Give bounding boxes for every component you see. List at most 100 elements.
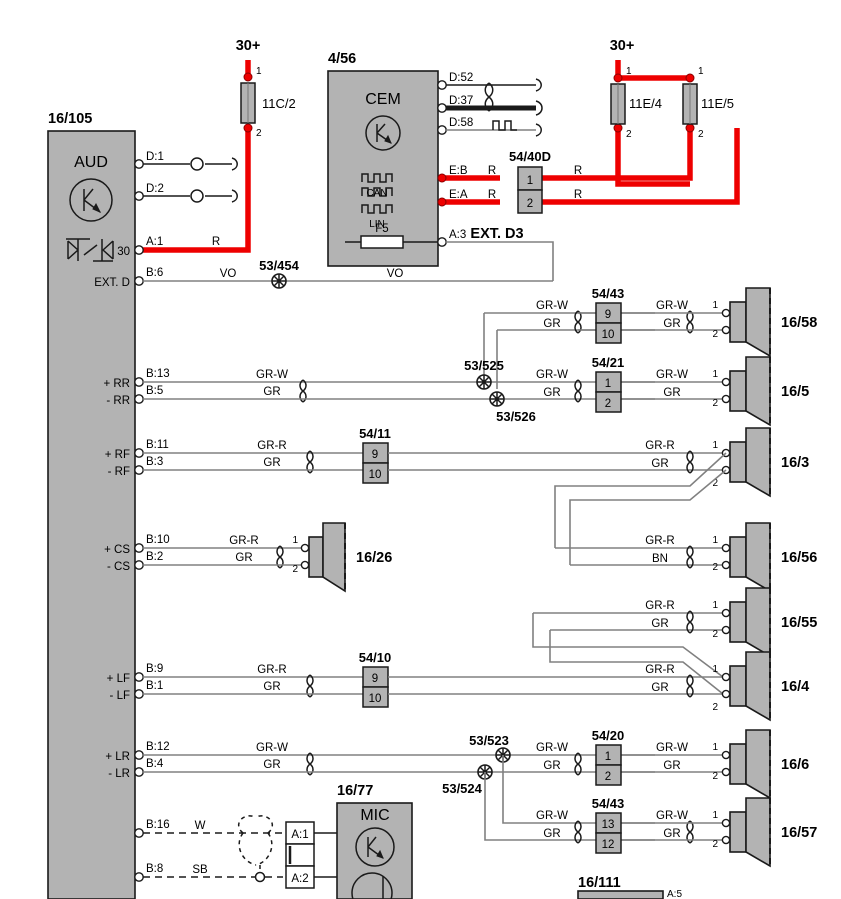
cem-pin-a3-row: A:3 EXT. D3 [437, 226, 554, 281]
speaker-16-6[interactable]: 1 2 16/6 [712, 729, 809, 800]
splice-53-523[interactable]: 53/523 [469, 733, 511, 763]
aud-pin-d1-row: D:1 [134, 151, 238, 171]
cem-module-icon [365, 115, 401, 151]
wire-color-163-a: GR-R [645, 440, 674, 452]
speaker-16-26-pin-1: 1 [292, 535, 298, 546]
module-cem[interactable]: 4/56 CEM CAN LIN F5 [327, 51, 439, 267]
wire-color-eb: R [488, 165, 496, 177]
connector-54-21[interactable]: 1 2 54/21 [592, 355, 625, 413]
wire-color-b6-right: VO [387, 268, 404, 280]
connector-54-43-bottom[interactable]: 13 12 54/43 [592, 796, 625, 854]
wire-color-164-a: GR-R [645, 664, 674, 676]
wire-color-1656-b: BN [652, 553, 668, 565]
mic-ref-label: 16/77 [337, 783, 373, 799]
link-16-55-to-16-4 [532, 613, 724, 695]
wire-color-165-in-a: GR-W [536, 369, 568, 381]
speaker-16-56[interactable]: 1 2 16/56 [712, 522, 817, 593]
aud-pin-b3-row: B:3 - RF GR [108, 456, 363, 478]
pin-label-a3: A:3 [449, 229, 466, 241]
connector-54-40D[interactable]: 1 2 54/40D [509, 149, 551, 214]
speaker-16-57-ref: 16/57 [781, 825, 817, 841]
connector-54-20[interactable]: 1 2 54/20 [592, 728, 625, 786]
pin-label-d2: D:2 [146, 183, 164, 195]
wire-color-eb-out: R [574, 165, 582, 177]
connector-54-10[interactable]: 9 10 54/10 [359, 650, 392, 708]
wire-color-1658-in-a: GR-W [536, 300, 568, 312]
supply-label-left: 30+ [236, 38, 261, 54]
aud-ref-label: 16/105 [48, 111, 92, 127]
splice-53-526[interactable]: 53/526 [489, 391, 536, 424]
cem-can-label: CAN [366, 188, 387, 199]
fuse-11c2-pin-bottom: 2 [256, 128, 262, 139]
speaker-16-58[interactable]: 1 2 16/58 [712, 287, 817, 358]
aud-pin-b16-row: B:16 W [134, 819, 283, 838]
aud-pin-b8-row: B:8 SB [134, 863, 283, 883]
pin-left-label-rr-minus: - RR [106, 395, 130, 407]
wire-color-ea: R [488, 189, 496, 201]
fuse-11e4-pin-bottom: 2 [626, 129, 632, 140]
pin-left-label-lf-plus: + LF [107, 673, 130, 685]
wire-color-165-in-b: GR [543, 387, 560, 399]
mic-amplifier-icon [355, 827, 395, 867]
link-16-3-to-16-56 [554, 452, 727, 565]
cem-fuse-f5[interactable]: F5 [345, 223, 438, 249]
pin-label-b10: B:10 [146, 534, 170, 546]
splice-53-525[interactable]: 53/525 [464, 358, 504, 390]
aud-pin-b13-row: B:13 + RR GR-W [103, 368, 655, 403]
pin-left-label-lr-minus: - LR [108, 768, 130, 780]
fuse-11e5-ref: 11E/5 [701, 96, 734, 111]
cem-pin-d52-row: D:52 [437, 72, 542, 92]
module-aud[interactable]: 16/105 AUD [47, 111, 136, 899]
speaker-16-57[interactable]: 1 2 16/57 [712, 797, 817, 868]
aud-pin-a1-row: A:1 30 R [117, 236, 220, 258]
wire-color-ea-out: R [574, 189, 582, 201]
splice-53-524-label: 53/524 [442, 781, 483, 796]
pin-label-b2: B:2 [146, 551, 163, 563]
wire-color-1657-in-a: GR-W [536, 810, 568, 822]
aud-pin-b10-row: B:10 + CS GR-R [104, 534, 302, 569]
speaker-16-4-pin-2: 2 [712, 702, 718, 713]
wire-color-163-b: GR [651, 458, 668, 470]
ext-d3-label: EXT. D3 [470, 226, 523, 242]
wire-color-b5: GR [263, 386, 280, 398]
speaker-16-58-pin-2: 2 [712, 329, 718, 340]
connector-54-43b-pin-12: 12 [602, 839, 615, 851]
splice-53-454[interactable]: 53/454 [259, 258, 300, 289]
pin-label-b9: B:9 [146, 663, 163, 675]
speaker-16-5-wiring: GR-W GR GR-W GR [536, 369, 723, 403]
mic-name-label: MIC [360, 807, 389, 824]
speaker-16-5-pin-1: 1 [712, 369, 718, 380]
module-mic[interactable]: 16/77 MIC [314, 783, 413, 899]
pin-label-d1: D:1 [146, 151, 164, 163]
speaker-16-3[interactable]: 1 2 16/3 [712, 427, 809, 498]
connector-54-43-top[interactable]: 9 10 54/43 [592, 286, 625, 344]
speaker-16-26[interactable]: 1 2 16/26 [292, 522, 392, 593]
pin-label-b5: B:5 [146, 385, 163, 397]
speaker-16-4[interactable]: 1 2 16/4 [712, 651, 809, 722]
shield-icon [237, 815, 274, 873]
wire-color-b9: GR-R [257, 664, 286, 676]
fuse-11c2-pin-top: 1 [256, 66, 262, 77]
speaker-16-3-pin-2: 2 [712, 478, 718, 489]
microphone-capsule-icon [351, 872, 393, 899]
pin-label-d58: D:58 [449, 117, 473, 129]
connector-54-20-pin-2: 2 [605, 771, 611, 783]
supply-label-right: 30+ [610, 38, 635, 54]
aud-pin-b11-row: B:11 + RF GR-R [105, 439, 363, 474]
mic-inline-connector[interactable]: A:1 A:2 [285, 821, 315, 889]
pin-label-ea: E:A [449, 189, 468, 201]
speaker-16-55[interactable]: 1 2 16/55 [712, 587, 817, 658]
module-16-111[interactable]: 16/111 A:5 [577, 875, 682, 899]
module-16-111-ref: 16/111 [578, 875, 621, 891]
speaker-16-57-pin-1: 1 [712, 810, 718, 821]
speaker-16-5[interactable]: 1 2 16/5 [712, 356, 809, 427]
wire-color-b10: GR-R [229, 535, 258, 547]
connector-54-11[interactable]: 9 10 54/11 [359, 426, 391, 484]
wire-color-1658-out-a: GR-W [656, 300, 688, 312]
wire-color-b2: GR [235, 552, 252, 564]
pin-left-label-rf-minus: - RF [108, 466, 130, 478]
connector-54-40D-ref: 54/40D [509, 149, 551, 164]
wire-color-1656-a: GR-R [645, 535, 674, 547]
